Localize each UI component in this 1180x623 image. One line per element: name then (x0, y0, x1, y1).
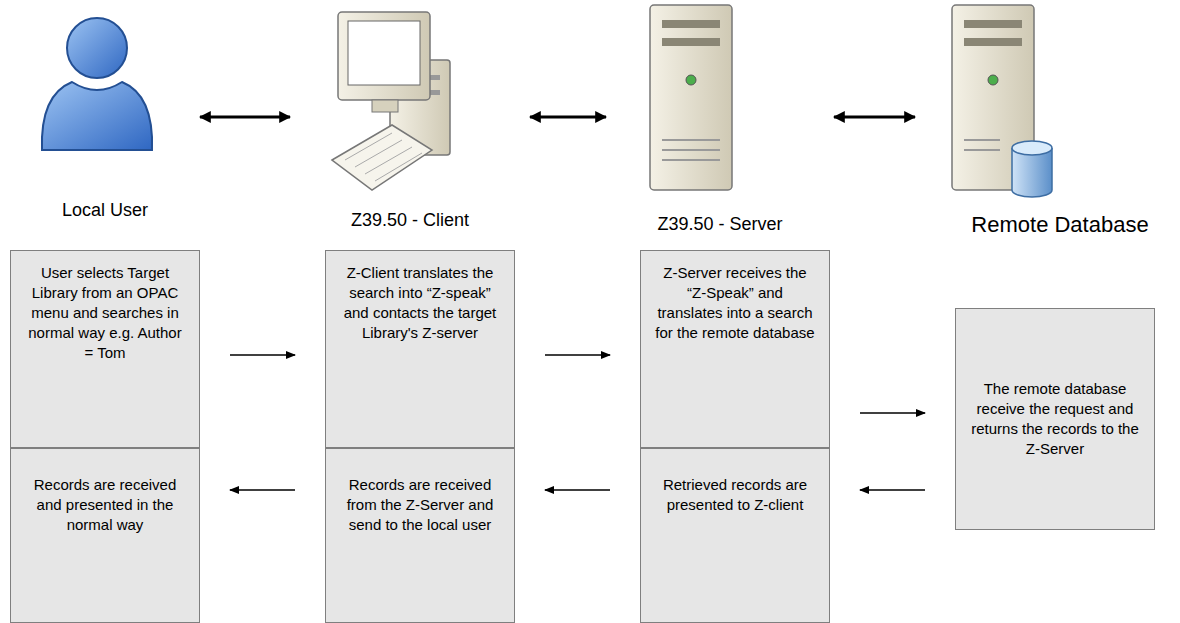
step-box: Retrieved records are presented to Z-cli… (640, 448, 830, 623)
flow-arrow (545, 354, 610, 356)
step-box: The remote database receive the request … (955, 308, 1155, 530)
step-box: Z-Server receives the “Z-Speak” and tran… (640, 250, 830, 448)
step-text: Z-Server receives the “Z-Speak” and tran… (653, 263, 817, 343)
device-node: Z39.50 - Server (636, 0, 804, 236)
step-text: The remote database receive the request … (968, 379, 1142, 459)
flow-arrow (530, 116, 606, 119)
flow-arrow (545, 489, 610, 491)
device-node: Z39.50 - Client (320, 0, 500, 232)
database-server-icon (952, 5, 1052, 197)
step-text: Records are received from the Z-Server a… (338, 475, 502, 535)
device-label: Z39.50 - Server (657, 214, 782, 236)
device-node: Remote Database (945, 0, 1175, 238)
step-box: Records are received from the Z-Server a… (325, 448, 515, 623)
device-label: Remote Database (971, 212, 1148, 238)
flow-arrow (230, 489, 295, 491)
flow-arrow (834, 116, 915, 119)
step-box: Z-Client translates the search into “Z-s… (325, 250, 515, 448)
step-text: Retrieved records are presented to Z-cli… (653, 475, 817, 515)
device-label: Z39.50 - Client (351, 210, 469, 232)
flow-arrow (200, 116, 290, 119)
flow-arrow (860, 412, 925, 414)
step-text: Z-Client translates the search into “Z-s… (338, 263, 502, 343)
step-box: User selects Target Library from an OPAC… (10, 250, 200, 448)
computer-icon (332, 12, 450, 190)
device-label: Local User (62, 200, 148, 222)
user-icon (42, 18, 152, 150)
server-icon (650, 5, 732, 190)
flow-arrow (230, 354, 295, 356)
step-box: Records are received and presented in th… (10, 448, 200, 623)
device-node: Local User (40, 0, 170, 222)
step-text: User selects Target Library from an OPAC… (23, 263, 187, 363)
flow-arrow (860, 489, 925, 491)
step-text: Records are received and presented in th… (23, 475, 187, 535)
